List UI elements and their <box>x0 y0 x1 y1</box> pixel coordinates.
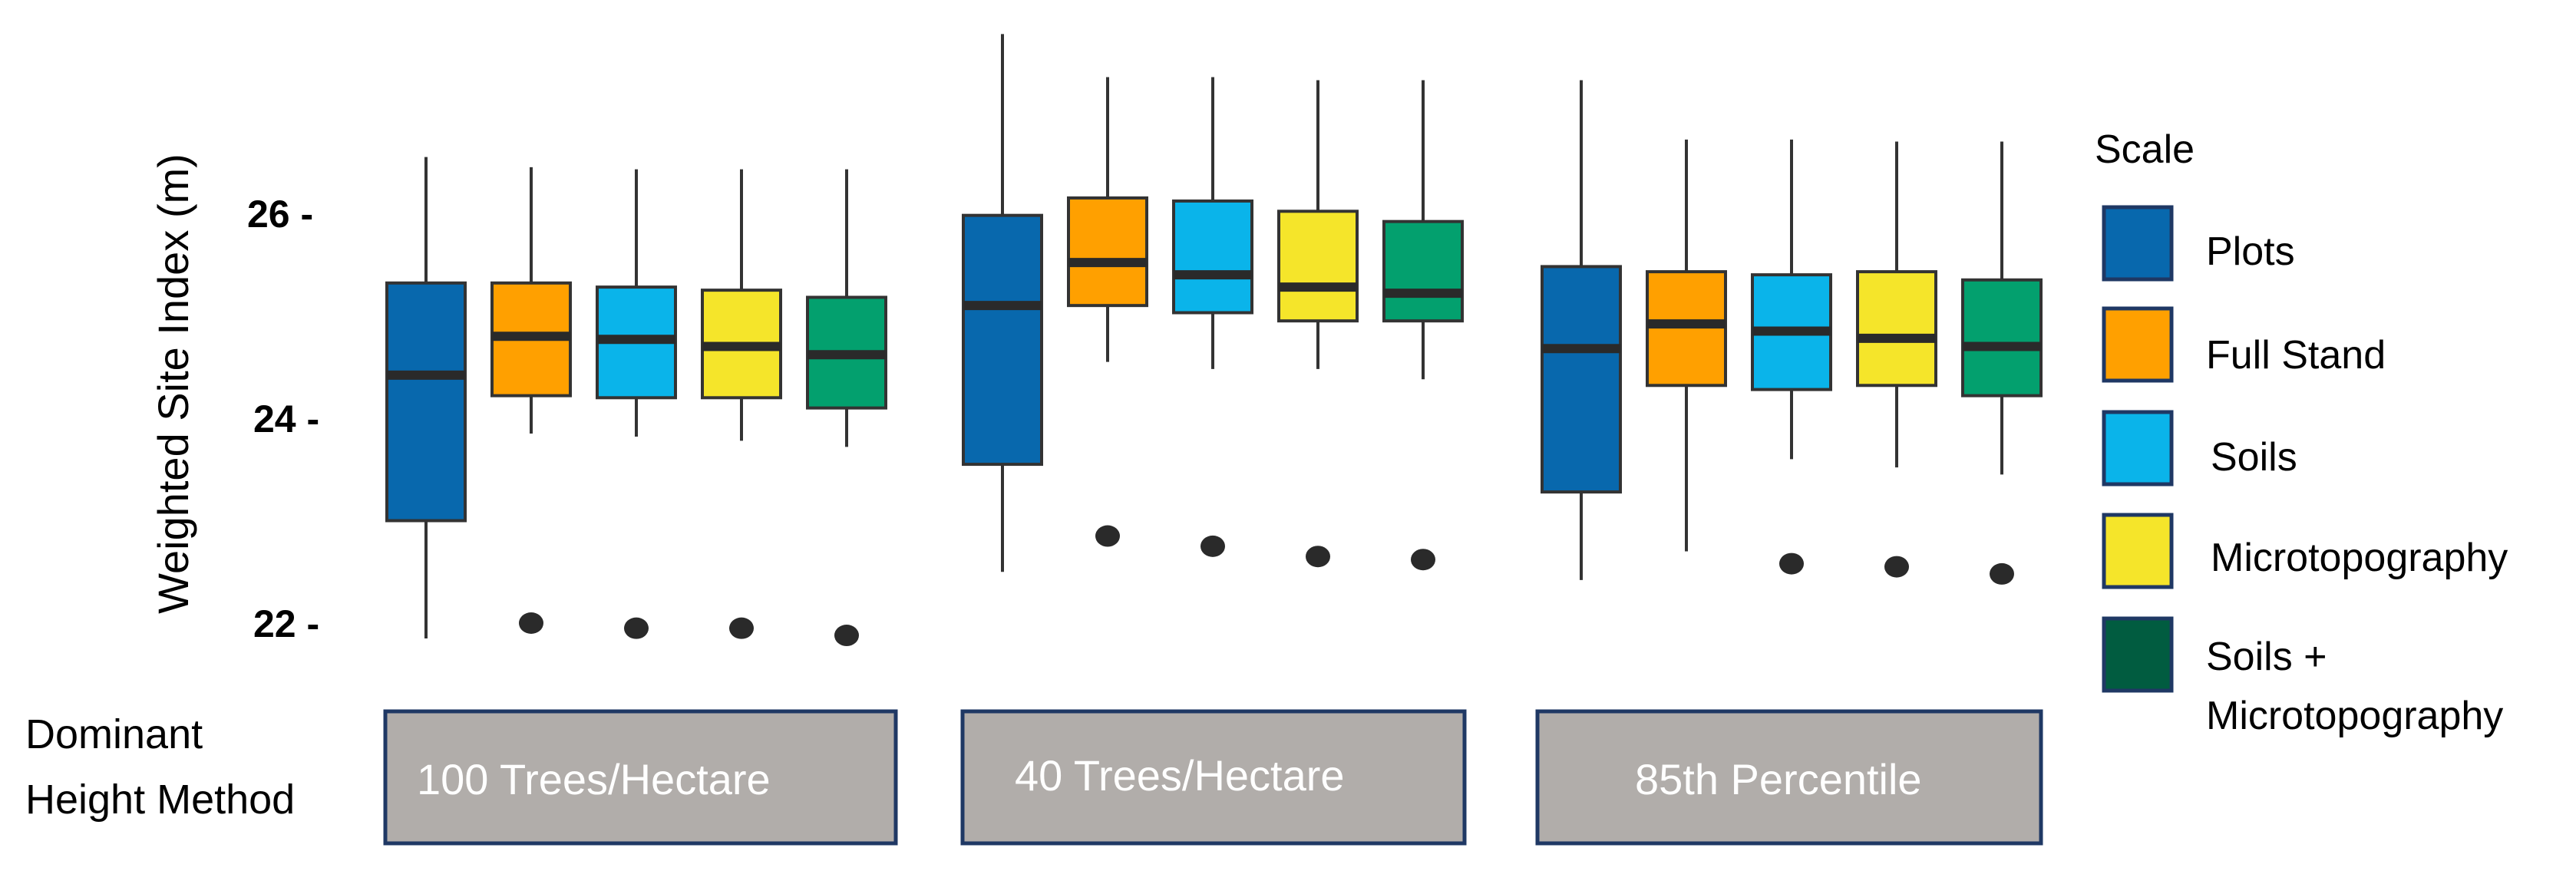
outlier-point <box>1779 552 1804 575</box>
legend-swatch-soils-microtopography <box>2102 616 2174 693</box>
y-tick-label: 22 - <box>253 602 319 645</box>
outlier-point <box>1411 549 1435 571</box>
box-plot <box>1067 77 1148 547</box>
legend-label-soils: Soils <box>2211 435 2297 480</box>
legend-swatch-plots <box>2102 205 2174 282</box>
group-label-box-100-trees <box>383 709 898 846</box>
box-rect <box>1382 219 1464 323</box>
y-tick-label: 24 - <box>253 397 319 440</box>
outlier-point <box>624 617 649 639</box>
group-label-box-40-trees <box>960 709 1467 846</box>
legend-title: Scale <box>2095 127 2195 172</box>
box-plot <box>806 169 887 647</box>
group-row-label: Dominant Height Method <box>25 711 295 823</box>
legend: Scale Plots Full Stand Soils Microtopogr… <box>2095 127 2508 738</box>
y-tick-label: 26 - <box>247 193 313 236</box>
group-row-label-line-1: Dominant <box>25 711 203 757</box>
box-plot <box>962 34 1043 572</box>
box-rect <box>1856 270 1937 388</box>
box-plot <box>1541 80 1622 580</box>
box-rect <box>1961 278 2043 397</box>
outlier-point <box>1884 556 1909 578</box>
box-rect <box>1541 265 1622 494</box>
outlier-point <box>1990 562 2014 585</box>
legend-swatch-full-stand <box>2102 306 2174 383</box>
legend-swatch-soils <box>2102 410 2174 487</box>
box-plot <box>1277 80 1359 568</box>
outlier-point <box>519 612 543 634</box>
box-plot <box>596 169 677 639</box>
box-plot <box>1172 77 1253 557</box>
box-rect <box>962 213 1043 467</box>
box-plot <box>1646 139 1727 552</box>
box-rect <box>1172 199 1253 315</box>
box-group <box>962 34 1464 572</box>
group-label-100-trees: 100 Trees/Hectare <box>417 755 771 803</box>
outlier-point <box>834 625 859 647</box>
legend-label-microtopography: Microtopography <box>2211 536 2508 580</box>
legend-swatch-microtopography <box>2102 513 2174 589</box>
group-row-label-line-2: Height Method <box>25 777 295 823</box>
plot-area <box>385 34 2043 647</box>
box-rect <box>1646 270 1727 388</box>
legend-label-plots: Plots <box>2206 229 2295 274</box>
group-label-box-85th-percentile <box>1535 709 2043 846</box>
group-labels: 100 Trees/Hectare 40 Trees/Hectare 85th … <box>383 709 2043 846</box>
box-plot <box>1382 80 1464 571</box>
box-plot <box>1856 141 1937 578</box>
legend-label-full-stand: Full Stand <box>2206 333 2386 378</box>
outlier-point <box>729 617 754 639</box>
group-label-40-trees: 40 Trees/Hectare <box>1015 751 1345 800</box>
box-plot <box>385 157 467 639</box>
legend-label-soils-microtopography-line-1: Soils + <box>2206 635 2327 679</box>
box-group <box>1541 80 2043 585</box>
box-rect <box>1277 209 1359 323</box>
box-rect <box>1067 196 1148 308</box>
outlier-point <box>1095 525 1120 547</box>
box-plot <box>490 167 572 634</box>
y-axis-title: Weighted Site Index (m) <box>149 153 197 614</box>
outlier-point <box>1200 535 1225 557</box>
legend-label-soils-microtopography-line-2: Microtopography <box>2206 694 2503 738</box>
box-rect <box>385 281 467 523</box>
group-label-85th-percentile: 85th Percentile <box>1635 755 1922 803</box>
y-tick-labels: 22 - 24 - 26 - <box>247 193 319 645</box>
box-plot <box>701 169 782 639</box>
box-group <box>385 157 887 647</box>
outlier-point <box>1306 546 1330 568</box>
box-plot <box>1961 141 2043 585</box>
box-plot <box>1751 139 1832 575</box>
